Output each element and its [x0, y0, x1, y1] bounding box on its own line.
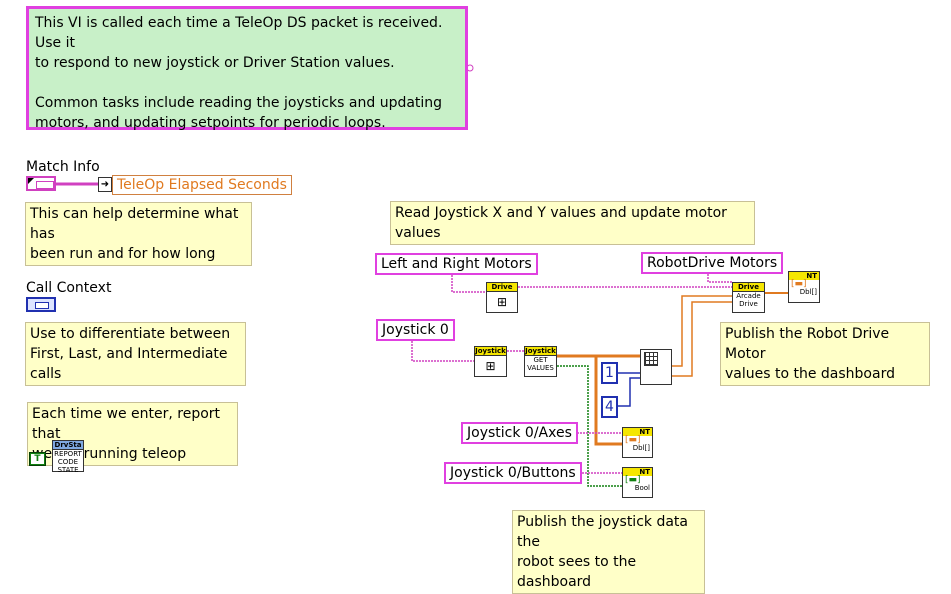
bool-true-constant[interactable]: T: [29, 452, 46, 466]
wire-const4: [618, 377, 640, 407]
nt-buttons-bool-vi[interactable]: NT [▬] Bool: [622, 467, 653, 498]
wire-index-out1: [672, 295, 732, 367]
robotdrive-motors-constant[interactable]: RobotDrive Motors: [641, 252, 784, 274]
drive-section-title: Read Joystick X and Y values and update …: [390, 201, 755, 245]
publish-motor-comment: Publish the Robot Drive Motor values to …: [720, 322, 930, 386]
wire-index-out2: [672, 301, 732, 377]
publish-joy-line2: robot sees to the dashboard: [517, 554, 637, 590]
wire-robotdrive-motors: [707, 274, 732, 283]
header-comment-line1: This VI is called each time a TeleOp DS …: [35, 15, 443, 51]
teleop-elapsed-seconds[interactable]: TeleOp Elapsed Seconds: [112, 175, 292, 195]
call-context-comment-line1: Use to differentiate between: [30, 326, 231, 342]
nt-axes-type: Dbl[]: [632, 444, 650, 452]
get-vi-line2: VALUES: [527, 364, 554, 372]
call-context-terminal-icon[interactable]: [26, 297, 56, 312]
joystick-get-values-vi[interactable]: Joystick GET VALUES: [524, 346, 557, 377]
nt-buttons-type: Bool: [634, 484, 650, 492]
joystick0-axes-constant[interactable]: Joystick 0/Axes: [461, 422, 578, 444]
report-code-state-vi[interactable]: DrvSta REPORT CODE STATE: [52, 440, 84, 474]
wire-left-right-motors: [451, 275, 486, 293]
header-comment-line2: to respond to new joystick or Driver Sta…: [35, 55, 395, 71]
header-comment-line4: motors, and updating setpoints for perio…: [35, 115, 386, 131]
drive-vi-header: Drive: [487, 283, 517, 292]
joystick0-buttons-constant[interactable]: Joystick 0/Buttons: [444, 462, 582, 484]
match-info-comment-line1: This can help determine what has: [30, 206, 239, 242]
const-1[interactable]: 1: [601, 362, 618, 384]
nt-axes-dbl-vi[interactable]: NT [▬] Dbl[]: [622, 427, 653, 458]
unbundle-icon: ➜: [98, 177, 112, 192]
joystick-vi-icon: ⊞: [485, 359, 496, 373]
nt-motor-header: NT: [789, 272, 819, 280]
arcade-vi-header: Drive: [733, 283, 764, 292]
call-context-comment: Use to differentiate between First, Last…: [25, 322, 246, 386]
arcade-vi-line1: Arcade: [736, 292, 761, 300]
publish-motor-line1: Publish the Robot Drive Motor: [725, 326, 890, 362]
match-info-comment: This can help determine what has been ru…: [25, 202, 252, 266]
wire-axes-to-nt: [594, 356, 622, 446]
arcade-drive-vi[interactable]: Drive Arcade Drive: [732, 282, 765, 313]
report-comment-line1: Each time we enter, report that: [32, 406, 221, 442]
report-vi-header: DrvSta: [53, 441, 83, 450]
header-comment: This VI is called each time a TeleOp DS …: [26, 6, 468, 131]
report-vi-line3: STATE: [57, 466, 79, 474]
const-4[interactable]: 4: [601, 396, 618, 418]
get-vi-line1: GET: [533, 356, 548, 364]
report-vi-line1: REPORT: [54, 450, 82, 458]
report-vi-line2: CODE: [57, 458, 79, 466]
joystick-open-vi[interactable]: Joystick ⊞: [474, 346, 507, 377]
joystick0-constant[interactable]: Joystick 0: [376, 319, 455, 341]
drive-open-vi[interactable]: Drive ⊞: [486, 282, 518, 313]
index-array-icon: [644, 352, 658, 366]
nt-buttons-header: NT: [623, 468, 652, 476]
nt-buttons-array-icon: [▬]: [625, 475, 641, 485]
index-array-node[interactable]: [640, 349, 672, 385]
bool-true-label: T: [31, 454, 44, 464]
match-info-terminal-icon[interactable]: [26, 176, 56, 191]
drive-vi-icon: ⊞: [496, 295, 508, 309]
match-info-comment-line2: been run and for how long: [30, 246, 216, 262]
wire-joystick0: [411, 341, 474, 362]
joystick-vi-header: Joystick: [475, 347, 506, 356]
publish-joystick-comment: Publish the joystick data the robot sees…: [512, 510, 705, 594]
nt-axes-header: NT: [623, 428, 652, 436]
publish-motor-line2: values to the dashboard: [725, 366, 895, 382]
match-info-label: Match Info: [26, 159, 100, 175]
nt-axes-array-icon: [▬]: [625, 435, 641, 445]
nt-motor-type: Dbl[]: [799, 288, 817, 296]
left-right-motors-constant[interactable]: Left and Right Motors: [375, 253, 538, 275]
arcade-vi-line2: Drive: [739, 300, 758, 308]
nt-motor-array-icon: [▬]: [791, 279, 807, 289]
call-context-comment-line2: First, Last, and Intermediate calls: [30, 346, 228, 382]
header-comment-line3: Common tasks include reading the joystic…: [35, 95, 443, 111]
publish-joy-line1: Publish the joystick data the: [517, 514, 688, 550]
call-context-label: Call Context: [26, 280, 112, 296]
nt-motor-dbl-vi[interactable]: NT [▬] Dbl[]: [788, 271, 820, 303]
get-vi-header: Joystick: [525, 347, 556, 356]
wire-buttons: [557, 365, 622, 487]
